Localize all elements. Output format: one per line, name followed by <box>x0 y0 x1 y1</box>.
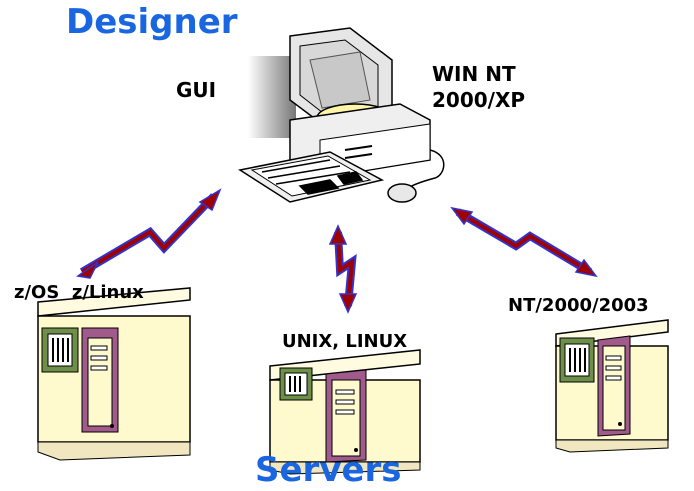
lightning-arrow-right <box>450 206 598 278</box>
client-os-line2: 2000/XP <box>432 88 526 112</box>
gui-label: GUI <box>176 78 217 102</box>
server-icon-zos <box>37 287 191 461</box>
client-os-line1: WIN NT <box>432 62 516 86</box>
computer-icon <box>238 27 445 203</box>
designer-heading: Designer <box>66 2 238 42</box>
lightning-arrow-left <box>76 188 222 279</box>
servers-heading: Servers <box>255 450 402 490</box>
server-icon-nt <box>555 319 669 453</box>
server-label-unix: UNIX, LINUX <box>282 331 408 352</box>
server-label-nt: NT/2000/2003 <box>508 295 649 316</box>
lightning-arrow-center <box>328 224 358 314</box>
server-icon-unix <box>269 349 421 475</box>
server-label-zos: z/OS z/Linux <box>14 282 144 303</box>
